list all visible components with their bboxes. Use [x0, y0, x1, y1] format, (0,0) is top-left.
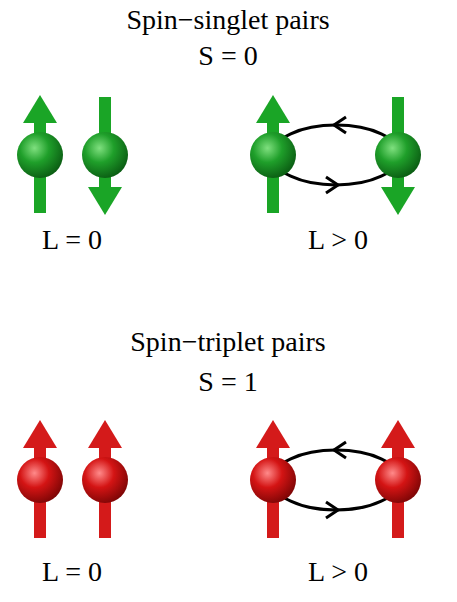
orbit-arrowhead — [326, 502, 338, 518]
spin-up-electron — [250, 420, 296, 538]
orbit-arrowhead — [334, 442, 346, 458]
orbital-value: L > 0 — [308, 224, 368, 256]
spin-up-electron — [17, 95, 63, 213]
orbit-arrowhead — [334, 117, 346, 133]
section-heading: Spin−singlet pairs — [126, 4, 329, 36]
spin-up-electron — [375, 420, 421, 538]
spin-up-electron — [250, 95, 296, 213]
spin-value: S = 1 — [198, 366, 257, 398]
spin-down-electron — [82, 97, 128, 215]
orbit-arrowhead — [326, 177, 338, 193]
spin-value: S = 0 — [198, 40, 257, 72]
spin-up-electron — [82, 420, 128, 538]
orbital-value: L = 0 — [42, 556, 102, 588]
orbital-value: L = 0 — [42, 224, 102, 256]
orbital-value: L > 0 — [308, 556, 368, 588]
spin-up-electron — [17, 420, 63, 538]
section-heading: Spin−triplet pairs — [130, 326, 325, 358]
spin-down-electron — [375, 97, 421, 215]
